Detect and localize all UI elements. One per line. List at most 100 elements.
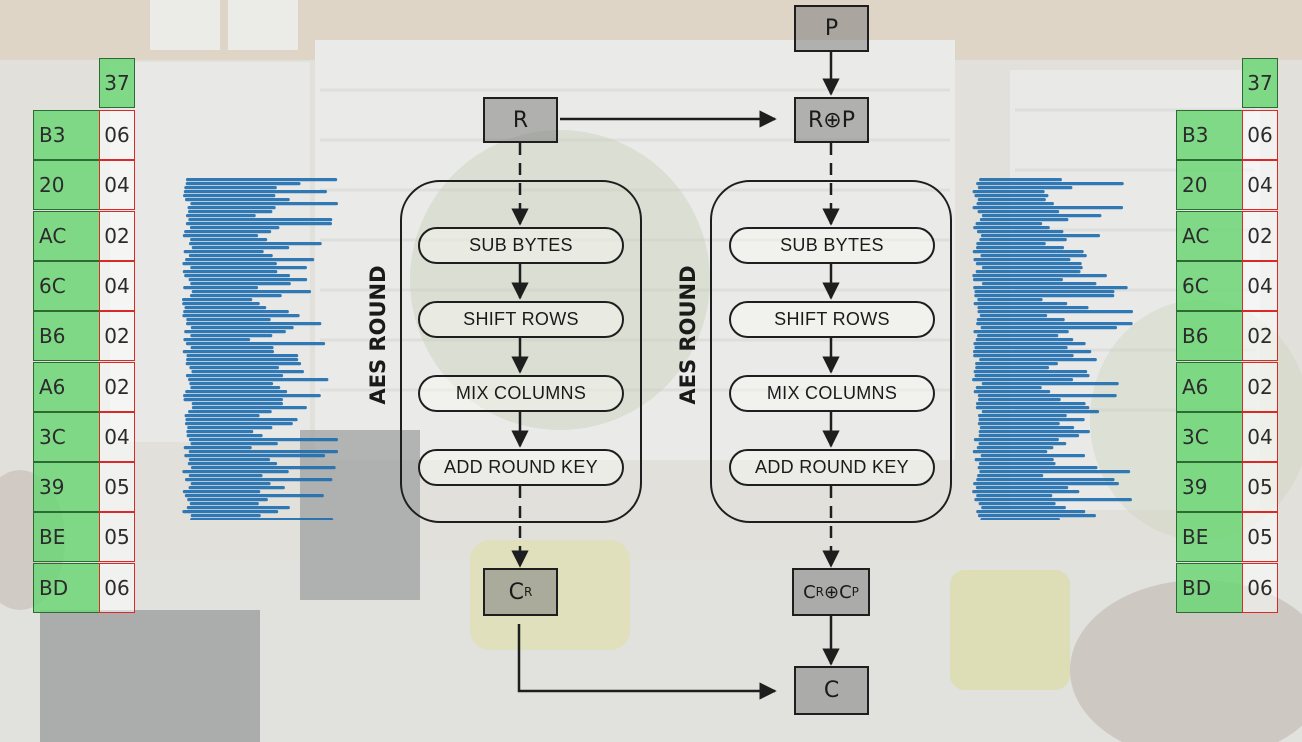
- trace-bar: [974, 458, 1054, 462]
- trace-bar: [186, 214, 256, 218]
- trace-bar: [185, 258, 315, 262]
- table-cell-byte: B3: [33, 110, 100, 160]
- trace-bar: [183, 190, 327, 194]
- table-cell-byte: B3: [1176, 110, 1243, 160]
- trace-bar: [981, 506, 1066, 510]
- table-cell-byte: BE: [1176, 512, 1243, 563]
- trace-bar: [979, 470, 1131, 474]
- trace-bar: [184, 422, 293, 426]
- output-cr-sub: R: [524, 585, 533, 599]
- trace-bar: [977, 210, 1060, 214]
- trace-bar: [976, 246, 1065, 250]
- trace-bar: [977, 414, 1067, 418]
- trace-bar: [182, 470, 289, 474]
- trace-bar: [972, 250, 1084, 254]
- trace-bar: [186, 358, 299, 362]
- trace-bar: [189, 382, 274, 386]
- trace-bar: [976, 322, 1133, 326]
- trace-bar: [182, 350, 275, 354]
- trace-bar: [975, 386, 1042, 390]
- trace-bar: [182, 314, 300, 318]
- step-shift-rows-left: SHIFT ROWS: [418, 301, 624, 338]
- trace-bar: [981, 266, 1083, 270]
- trace-bar: [186, 322, 322, 326]
- trace-bar: [975, 366, 1050, 370]
- trace-bar: [184, 454, 326, 458]
- trace-bar: [978, 442, 1067, 446]
- trace-bar: [190, 326, 294, 330]
- trace-bar: [184, 494, 324, 498]
- xor-symbol: ⊕: [824, 581, 840, 603]
- trace-bar: [976, 478, 1115, 482]
- trace-bar: [975, 262, 1082, 266]
- trace-bar: [979, 314, 1048, 318]
- trace-bar: [975, 222, 1043, 226]
- trace-bar: [184, 230, 272, 234]
- trace-bar: [188, 378, 329, 382]
- trace-bar: [188, 458, 271, 462]
- step-sub-bytes-left: SUB BYTES: [418, 227, 624, 264]
- table-cell-byte: 39: [33, 462, 100, 513]
- aes-round-frame-right: [710, 180, 952, 523]
- table-cell-byte: 6C: [1176, 260, 1243, 311]
- trace-bar: [188, 278, 308, 282]
- trace-bar: [182, 298, 253, 302]
- table-cell-byte: 39: [1176, 462, 1243, 513]
- trace-bar: [183, 398, 283, 402]
- table-cell-count: 06: [1242, 562, 1278, 613]
- trace-bar: [185, 390, 288, 394]
- input-rxp-box: R⊕P: [794, 97, 869, 143]
- trace-bar: [188, 486, 285, 490]
- table-cell-count: 02: [99, 210, 135, 261]
- trace-bar: [974, 498, 1132, 502]
- trace-bar: [187, 498, 268, 502]
- trace-bar: [977, 198, 1046, 202]
- trace-bar: [188, 410, 272, 414]
- trace-bar: [189, 294, 282, 298]
- trace-bar: [185, 178, 338, 182]
- arrow-cr-to-c: [517, 624, 777, 700]
- trace-bar: [981, 382, 1119, 386]
- table-cell-byte: 20: [33, 160, 100, 211]
- table-cell-count: 06: [99, 110, 135, 160]
- trace-bar: [979, 178, 1062, 182]
- table-cell-count: 05: [99, 512, 135, 563]
- trace-bar: [183, 194, 276, 198]
- trace-bar: [189, 502, 259, 506]
- trace-bar: [182, 262, 277, 266]
- table-cell-count: 02: [1242, 361, 1278, 412]
- trace-bar: [975, 338, 1074, 342]
- trace-bar: [185, 182, 301, 186]
- trace-bar: [184, 186, 277, 190]
- output-cr-main: C: [508, 579, 525, 605]
- table-cell-count: 04: [99, 411, 135, 462]
- trace-bar: [183, 446, 252, 450]
- trace-bar: [980, 454, 1086, 458]
- trace-bar: [977, 514, 1096, 518]
- trace-bar: [191, 402, 283, 406]
- trace-bar: [190, 266, 307, 270]
- power-trace-right: [972, 178, 1133, 520]
- trace-bar: [972, 190, 1045, 194]
- trace-bar: [976, 202, 1054, 206]
- aes-round-label-left: AES ROUND: [366, 265, 390, 405]
- trace-bar: [188, 450, 338, 454]
- trace-bar: [977, 422, 1060, 426]
- trace-bar: [974, 294, 1115, 298]
- trace-bar: [975, 486, 1069, 490]
- input-r-label: R: [512, 107, 529, 133]
- trace-bar: [978, 418, 1085, 422]
- trace-bar: [973, 258, 1071, 262]
- input-p-label: P: [824, 16, 839, 41]
- trace-bar: [182, 490, 261, 494]
- trace-bar: [184, 330, 286, 334]
- trace-bar: [978, 430, 1090, 434]
- trace-bar: [190, 334, 273, 338]
- trace-bar: [183, 250, 264, 254]
- trace-bar: [979, 218, 1069, 222]
- table-header-count: 37: [99, 58, 135, 108]
- output-c-box: C: [794, 666, 869, 715]
- table-cell-byte: AC: [33, 210, 100, 261]
